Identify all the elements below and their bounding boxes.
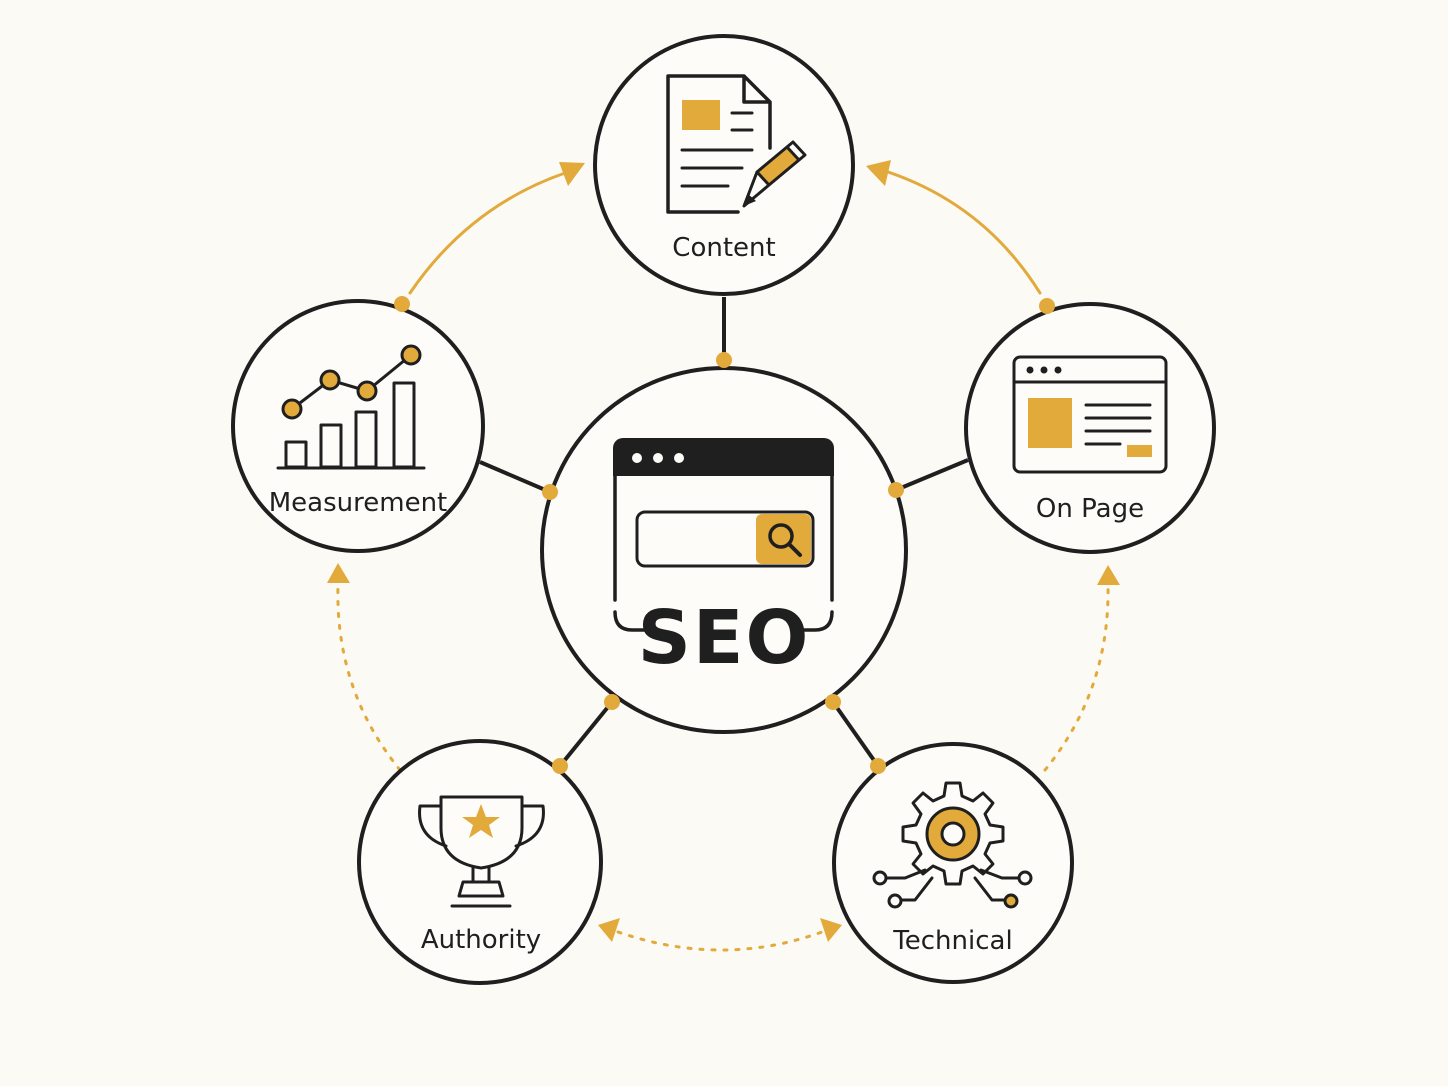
dot bbox=[604, 694, 620, 710]
dot bbox=[542, 484, 558, 500]
node-label-measurement: Measurement bbox=[269, 488, 448, 518]
spokes bbox=[479, 297, 969, 768]
arrowhead-to-technical bbox=[820, 918, 842, 942]
dot bbox=[1039, 298, 1055, 314]
cycle-arrows bbox=[327, 160, 1120, 952]
dot bbox=[825, 694, 841, 710]
dot bbox=[552, 758, 568, 774]
spoke-measurement bbox=[479, 460, 551, 494]
arrowhead-measurement-to-content bbox=[559, 162, 585, 186]
arrowhead-authority-to-measurement bbox=[327, 563, 350, 583]
arrow-authority-technical bbox=[616, 930, 824, 952]
node-technical: Technical bbox=[832, 742, 1074, 984]
node-label-on-page: On Page bbox=[1036, 494, 1144, 524]
node-content: Content bbox=[593, 34, 855, 296]
connector-dots bbox=[394, 296, 1055, 774]
seo-title: SEO bbox=[638, 595, 811, 681]
document-pencil-icon bbox=[666, 74, 807, 214]
spoke-authority bbox=[558, 700, 614, 768]
search-icon bbox=[768, 523, 802, 557]
arrowhead-technical-to-onpage bbox=[1097, 565, 1120, 585]
arrow-authority-to-measurement bbox=[336, 583, 402, 772]
dot bbox=[716, 352, 732, 368]
node-seo-center: SEO bbox=[540, 366, 908, 734]
arrow-onpage-to-content bbox=[886, 170, 1042, 295]
gear-circuit-icon bbox=[872, 781, 1033, 909]
node-label-authority: Authority bbox=[421, 925, 541, 955]
node-label-technical: Technical bbox=[892, 926, 1012, 956]
browser-search-icon bbox=[613, 438, 834, 632]
arrow-technical-to-onpage bbox=[1043, 583, 1110, 772]
trophy-star-icon bbox=[418, 795, 545, 908]
node-on-page: On Page bbox=[964, 302, 1216, 554]
dot bbox=[888, 482, 904, 498]
node-authority: Authority bbox=[357, 739, 603, 985]
spoke-onpage bbox=[895, 458, 969, 492]
node-label-content: Content bbox=[672, 233, 775, 263]
dot bbox=[870, 758, 886, 774]
node-measurement: Measurement bbox=[231, 299, 485, 553]
dot bbox=[394, 296, 410, 312]
arrowhead-to-authority bbox=[598, 918, 620, 942]
arrowhead-onpage-to-content bbox=[866, 160, 891, 186]
arrow-measurement-to-content bbox=[408, 170, 570, 295]
spoke-technical bbox=[831, 700, 880, 768]
bar-line-chart-icon bbox=[276, 344, 426, 470]
webpage-layout-icon bbox=[1012, 355, 1168, 474]
